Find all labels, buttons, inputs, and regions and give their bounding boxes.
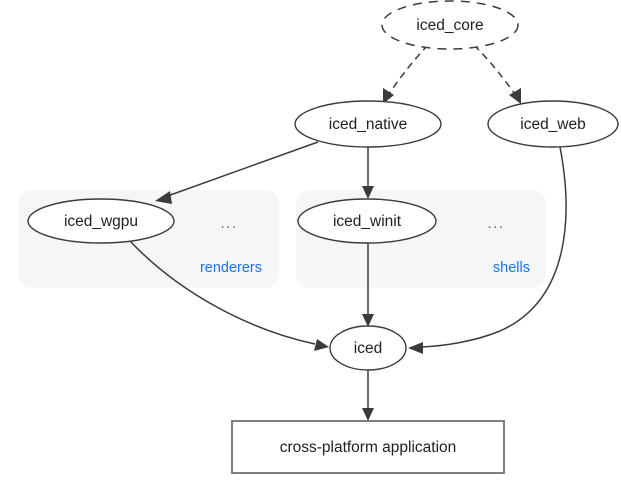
more-shells-ellipsis: ... [487,215,504,232]
group-label-shells: shells [493,260,530,276]
node-label-iced-winit: iced_winit [333,213,402,230]
node-iced-wgpu[interactable]: iced_wgpu [27,198,175,244]
node-shape-iced-winit[interactable] [297,198,437,244]
node-label-application: cross-platform application [280,439,457,456]
node-iced-native[interactable]: iced_native [294,100,442,148]
group-label-renderers: renderers [200,260,262,276]
node-shape-iced-web[interactable] [487,100,619,148]
edge-wgpu-to-iced [128,239,329,351]
node-shape-iced-wgpu[interactable] [27,198,175,244]
node-label-iced-web: iced_web [520,116,586,133]
node-label-iced-wgpu: iced_wgpu [64,213,138,230]
node-iced-core[interactable]: iced_core [381,0,519,50]
edge-line-native-to-wgpu [161,141,319,199]
node-shape-iced[interactable] [329,325,407,371]
edge-line-web-to-iced [421,146,567,348]
node-iced-web[interactable]: iced_web [487,100,619,148]
edge-iced-to-application [362,370,374,421]
node-iced-winit[interactable]: iced_winit [297,198,437,244]
node-label-iced-native: iced_native [329,116,407,133]
node-shape-iced-native[interactable] [294,100,442,148]
arrowhead-native-to-winit [362,186,374,199]
arrowhead-core-to-web [509,88,521,104]
edge-winit-to-iced [362,243,374,327]
edge-line-core-to-native [386,44,429,98]
edge-line-core-to-web [473,44,518,98]
edge-native-to-winit [362,147,374,199]
edge-core-to-native [383,44,429,104]
node-iced[interactable]: iced [329,325,407,371]
node-shape-application[interactable] [231,420,505,474]
edge-web-to-iced [408,146,567,354]
node-shape-iced-core[interactable] [381,0,519,50]
edge-native-to-wgpu [155,141,319,204]
arrowhead-native-to-wgpu [155,191,172,204]
arrowhead-core-to-native [383,88,394,104]
edge-core-to-web [473,44,521,104]
arrowhead-iced-to-application [362,408,374,421]
node-label-iced: iced [354,340,382,357]
arrowhead-winit-to-iced [362,314,374,327]
node-label-iced-core: iced_core [416,17,483,34]
more-renderers-ellipsis: ... [220,215,237,232]
arrowhead-web-to-iced [408,342,423,354]
node-application[interactable]: cross-platform application [231,420,505,474]
edge-line-wgpu-to-iced [128,239,316,345]
arrowhead-wgpu-to-iced [314,339,329,351]
